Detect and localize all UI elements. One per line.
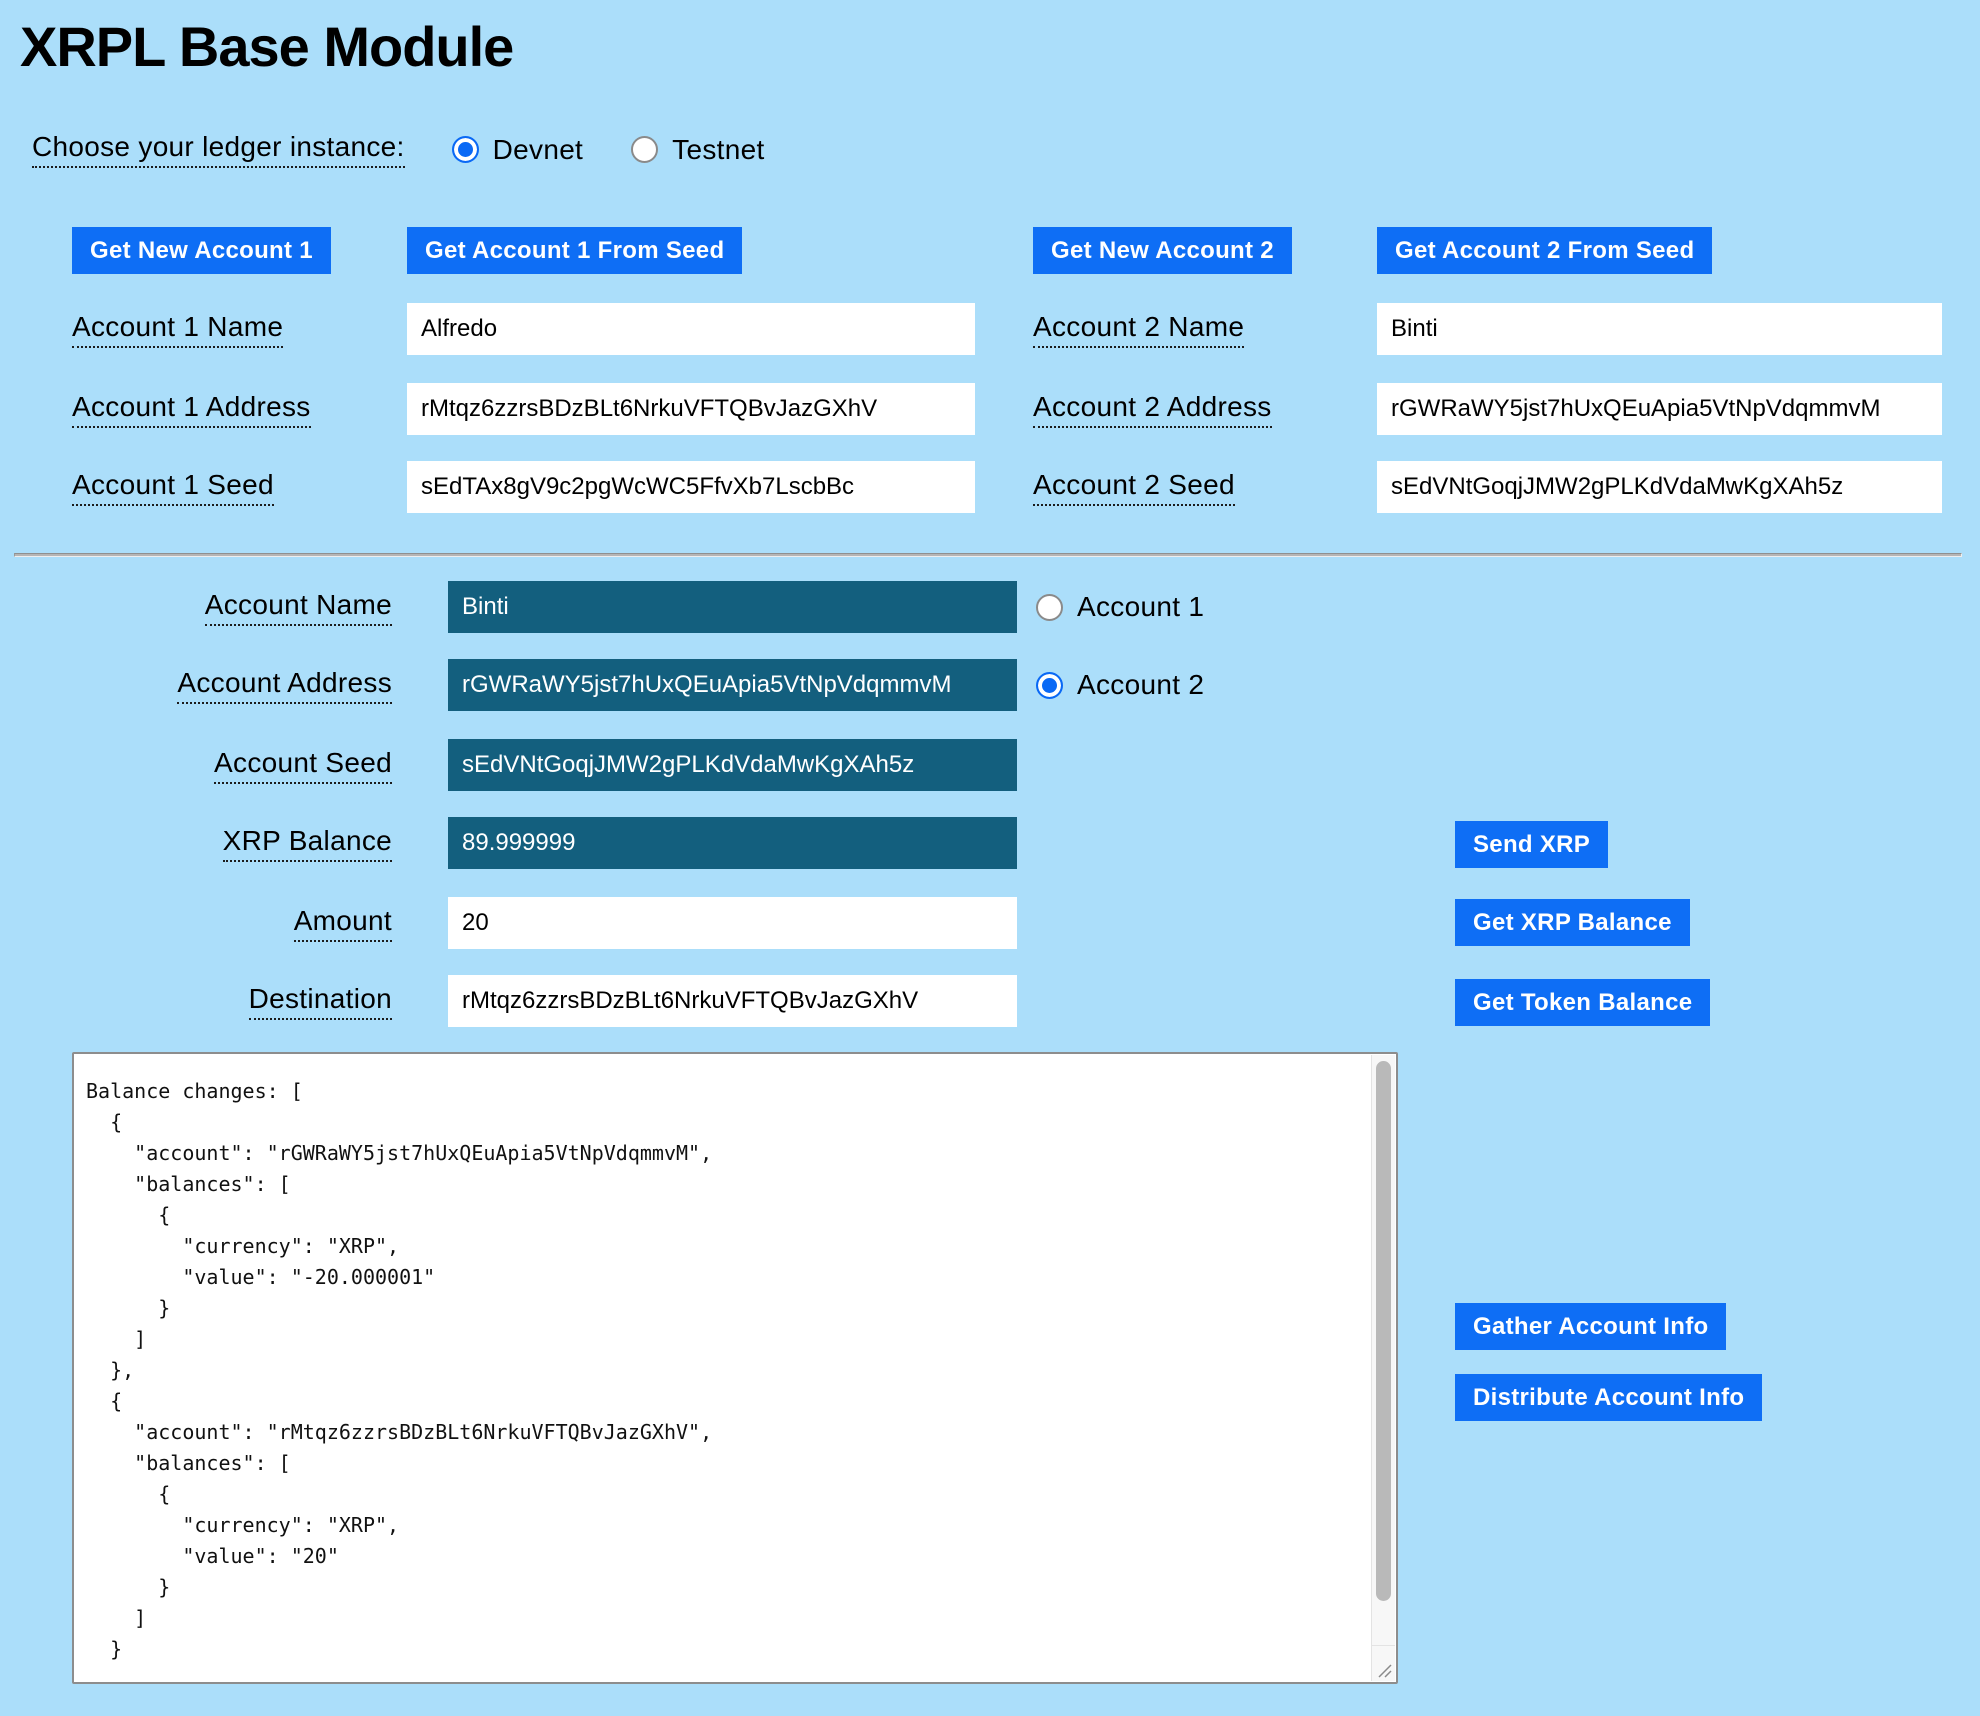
xrp-balance-input[interactable]	[448, 817, 1017, 869]
resize-grip[interactable]	[1371, 1645, 1395, 1681]
account2-seed-label: Account 2 Seed	[1033, 469, 1235, 506]
account2-address-input[interactable]	[1377, 383, 1942, 435]
account2-seed-row: Account 2 Seed	[1033, 461, 1235, 513]
active-seed-label: Account Seed	[214, 747, 392, 784]
account1-seed-input[interactable]	[407, 461, 975, 513]
account2-name-row: Account 2 Name	[1033, 303, 1245, 355]
account1-name-input[interactable]	[407, 303, 975, 355]
account1-address-label: Account 1 Address	[72, 391, 311, 428]
active-address-input[interactable]	[448, 659, 1017, 711]
account2-radio-label: Account 2	[1077, 669, 1205, 700]
account1-name-row: Account 1 Name	[72, 303, 284, 355]
account1-selector: Account 1	[1036, 581, 1204, 633]
gather-account-info-button[interactable]: Gather Account Info	[1455, 1303, 1727, 1350]
get-token-balance-button[interactable]: Get Token Balance	[1455, 979, 1711, 1026]
section-divider	[14, 553, 1962, 557]
results-textarea[interactable]: Balance changes: [ { "account": "rGWRaWY…	[72, 1052, 1398, 1684]
account1-radio-label: Account 1	[1077, 591, 1205, 622]
account2-address-label: Account 2 Address	[1033, 391, 1272, 428]
page-title: XRPL Base Module	[20, 15, 514, 78]
xrp-balance-label: XRP Balance	[222, 825, 392, 862]
resize-grip-icon	[1378, 1664, 1392, 1678]
get-account-1-from-seed-button[interactable]: Get Account 1 From Seed	[407, 227, 743, 274]
get-account-2-from-seed-button[interactable]: Get Account 2 From Seed	[1377, 227, 1713, 274]
account2-selector: Account 2	[1036, 659, 1204, 711]
account2-address-row: Account 2 Address	[1033, 383, 1272, 435]
devnet-radio-label: Devnet	[492, 133, 584, 165]
active-name-input[interactable]	[448, 581, 1017, 633]
account2-radio[interactable]	[1036, 671, 1063, 699]
destination-input[interactable]	[448, 975, 1017, 1027]
devnet-radio[interactable]	[451, 136, 479, 163]
destination-label-cell: Destination	[72, 975, 392, 1027]
account2-name-label: Account 2 Name	[1033, 311, 1245, 348]
send-xrp-button[interactable]: Send XRP	[1455, 821, 1609, 868]
results-scrollbar-track[interactable]	[1371, 1055, 1395, 1645]
results-scrollbar-thumb[interactable]	[1376, 1061, 1391, 1601]
testnet-radio-label: Testnet	[672, 133, 765, 165]
account1-seed-label: Account 1 Seed	[72, 469, 274, 506]
active-seed-input[interactable]	[448, 739, 1017, 791]
account1-address-input[interactable]	[407, 383, 975, 435]
account1-name-label: Account 1 Name	[72, 311, 284, 348]
ledger-chooser: Choose your ledger instance: Devnet Test…	[18, 131, 765, 168]
amount-input[interactable]	[448, 897, 1017, 949]
get-xrp-balance-button[interactable]: Get XRP Balance	[1455, 899, 1690, 946]
amount-label: Amount	[293, 905, 392, 942]
active-seed-label-cell: Account Seed	[72, 739, 392, 791]
account1-seed-row: Account 1 Seed	[72, 461, 274, 513]
active-name-label: Account Name	[204, 589, 392, 626]
get-new-account-2-button[interactable]: Get New Account 2	[1033, 227, 1292, 274]
amount-label-cell: Amount	[72, 897, 392, 949]
active-address-label-cell: Account Address	[72, 659, 392, 711]
account2-name-input[interactable]	[1377, 303, 1942, 355]
destination-label: Destination	[248, 983, 392, 1020]
active-name-label-cell: Account Name	[72, 581, 392, 633]
results-text: Balance changes: [ { "account": "rGWRaWY…	[86, 1079, 713, 1661]
account2-seed-input[interactable]	[1377, 461, 1942, 513]
ledger-chooser-label: Choose your ledger instance:	[32, 131, 405, 168]
distribute-account-info-button[interactable]: Distribute Account Info	[1455, 1374, 1763, 1421]
account1-radio[interactable]	[1036, 593, 1063, 621]
testnet-radio[interactable]	[631, 136, 659, 163]
get-new-account-1-button[interactable]: Get New Account 1	[72, 227, 331, 274]
active-address-label: Account Address	[177, 667, 392, 704]
account1-address-row: Account 1 Address	[72, 383, 311, 435]
xrp-balance-label-cell: XRP Balance	[72, 817, 392, 869]
